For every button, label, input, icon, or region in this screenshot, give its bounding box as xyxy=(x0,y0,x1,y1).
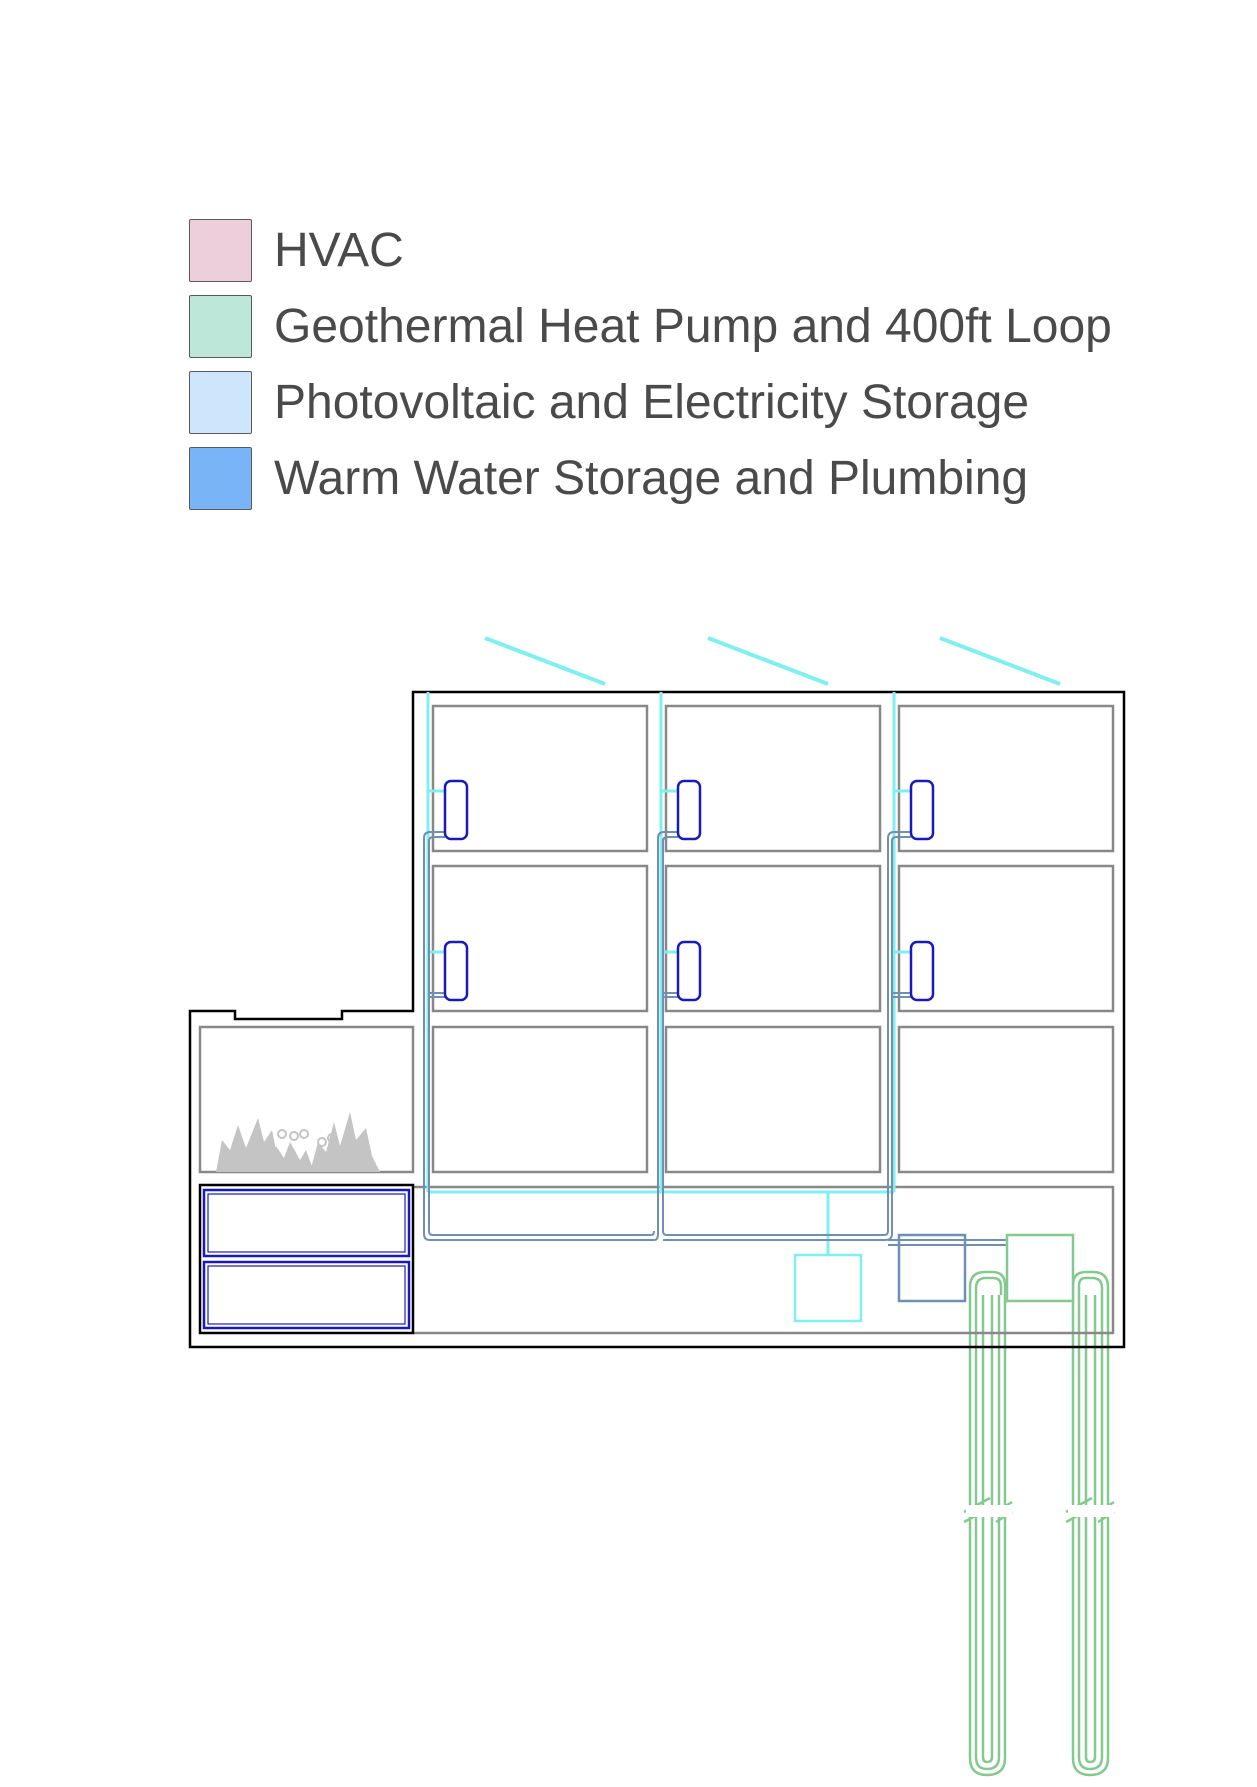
legend-item-warm-water: Warm Water Storage and Plumbing xyxy=(189,440,1112,516)
storage-frame xyxy=(198,1183,415,1335)
photovoltaic-panels xyxy=(484,636,1061,686)
pv-panel xyxy=(939,636,1061,686)
legend-label-geothermal: Geothermal Heat Pump and 400ft Loop xyxy=(274,299,1112,353)
battery-unit xyxy=(202,1188,411,1258)
geothermal-loop-left-outer xyxy=(968,1270,1007,1777)
room xyxy=(664,1025,882,1174)
legend-item-hvac: HVAC xyxy=(189,212,1112,288)
legend-label-photovoltaic: Photovoltaic and Electricity Storage xyxy=(274,375,1030,429)
water-tanks xyxy=(443,779,935,1002)
room xyxy=(431,1025,649,1174)
room xyxy=(431,864,649,1013)
water-tank xyxy=(676,940,702,1002)
water-tank xyxy=(909,779,935,841)
geothermal-loop-left-channel xyxy=(981,1295,994,1764)
room xyxy=(897,704,1115,853)
inverter-box xyxy=(793,1253,863,1323)
room xyxy=(431,704,649,853)
water-tank xyxy=(443,779,469,841)
legend-label-hvac: HVAC xyxy=(274,223,404,277)
water-tank xyxy=(443,940,469,1002)
legend-swatch-warm-water xyxy=(189,446,252,510)
room xyxy=(897,1025,1115,1174)
water-tank xyxy=(676,779,702,841)
heat-pump-box xyxy=(1005,1233,1075,1303)
legend-item-photovoltaic: Photovoltaic and Electricity Storage xyxy=(189,364,1112,440)
electricity-storage xyxy=(198,1183,415,1335)
building-outline xyxy=(188,690,1126,1349)
pv-panel xyxy=(484,636,606,686)
water-tank xyxy=(909,940,935,1002)
geothermal-loop-right-inner xyxy=(1077,1276,1104,1771)
geothermal-loop-right-outer xyxy=(1071,1270,1110,1777)
water-heater-box xyxy=(897,1233,967,1303)
room xyxy=(897,864,1115,1013)
room xyxy=(664,864,882,1013)
battery-unit xyxy=(207,1265,406,1325)
legend-label-warm-water: Warm Water Storage and Plumbing xyxy=(274,451,1029,505)
legend-swatch-photovoltaic xyxy=(189,370,252,434)
legend-swatch-hvac xyxy=(189,218,252,282)
battery-unit xyxy=(202,1260,411,1330)
legend-swatch-geothermal xyxy=(189,294,252,358)
legend-item-geothermal: Geothermal Heat Pump and 400ft Loop xyxy=(189,288,1112,364)
plumbing xyxy=(423,831,1007,1246)
room xyxy=(664,704,882,853)
pv-panel xyxy=(707,636,829,686)
geothermal-break-gap-left xyxy=(966,1505,1012,1517)
geothermal-break-gap-right xyxy=(1068,1505,1114,1517)
geothermal-loop-right-channel xyxy=(1084,1295,1097,1764)
battery-unit xyxy=(207,1193,406,1253)
basement-room xyxy=(413,1185,1115,1335)
photovoltaic-wiring xyxy=(426,692,911,1255)
geothermal-loop-left-inner xyxy=(974,1276,1003,1771)
vegetation-icon xyxy=(216,1112,380,1172)
legend: HVAC Geothermal Heat Pump and 400ft Loop… xyxy=(189,212,1112,516)
